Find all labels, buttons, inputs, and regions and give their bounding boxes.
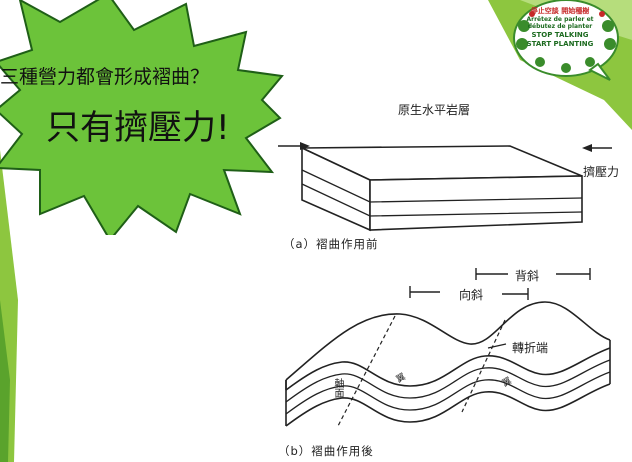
- syncline-label: 向斜: [459, 288, 484, 302]
- badge-line-2: Arrêtez de parler et: [526, 16, 594, 23]
- fold-bottom-edge: [285, 383, 611, 427]
- callout-answer-text: 只有擠壓力!: [46, 108, 230, 148]
- hinge-label: 轉折端: [512, 341, 549, 355]
- badge-background: [513, 0, 619, 81]
- fold-layer-line-2: [285, 371, 611, 415]
- figure-a-force-label: 擠壓力: [583, 165, 620, 179]
- syncline-range-bracket: [409, 286, 529, 300]
- badge-line-5: START PLANTING: [526, 40, 594, 48]
- badge-line-1: 停止空談 開始種樹: [530, 7, 590, 15]
- fold-top-face: [286, 302, 610, 390]
- figure-a-diagram: [278, 142, 612, 232]
- strata-layer-line-2: [301, 183, 583, 217]
- anticline-range-bracket: [475, 268, 591, 280]
- figure-a-top-label: 原生水平岩層: [398, 103, 471, 117]
- figure-b-diagram: [285, 268, 611, 427]
- starburst-callout-shape: [0, 0, 284, 235]
- badge-line-3: débutez de planter: [527, 23, 593, 30]
- axial-plane-line-2: [461, 319, 506, 413]
- right-force-arrowhead: [582, 144, 592, 152]
- stop-talking-badge: 停止空談 開始種樹 Arrêtez de parler et débutez d…: [510, 0, 620, 82]
- hinge-pointer-line: [487, 343, 507, 349]
- fold-back-edge: [285, 301, 611, 381]
- axial-plane-label: 軸面: [332, 378, 343, 398]
- strata-front-face: [369, 175, 583, 231]
- fold-layer-line-1: [285, 359, 611, 403]
- callout-question-text: 三種營力都會形成褶曲？: [0, 66, 210, 88]
- anticline-label: 背斜: [515, 269, 540, 283]
- left-accent-bar-dark: [0, 300, 10, 462]
- figure-a-caption: （a）褶曲作用前: [283, 237, 379, 251]
- left-force-arrowhead: [300, 142, 310, 150]
- figure-b-caption: （b）褶曲作用後: [278, 444, 374, 458]
- starburst-fill: [0, 0, 284, 235]
- fold-front-top-edge: [285, 347, 611, 391]
- badge-line-4: STOP TALKING: [531, 31, 589, 39]
- strata-layer-line-1: [301, 169, 583, 203]
